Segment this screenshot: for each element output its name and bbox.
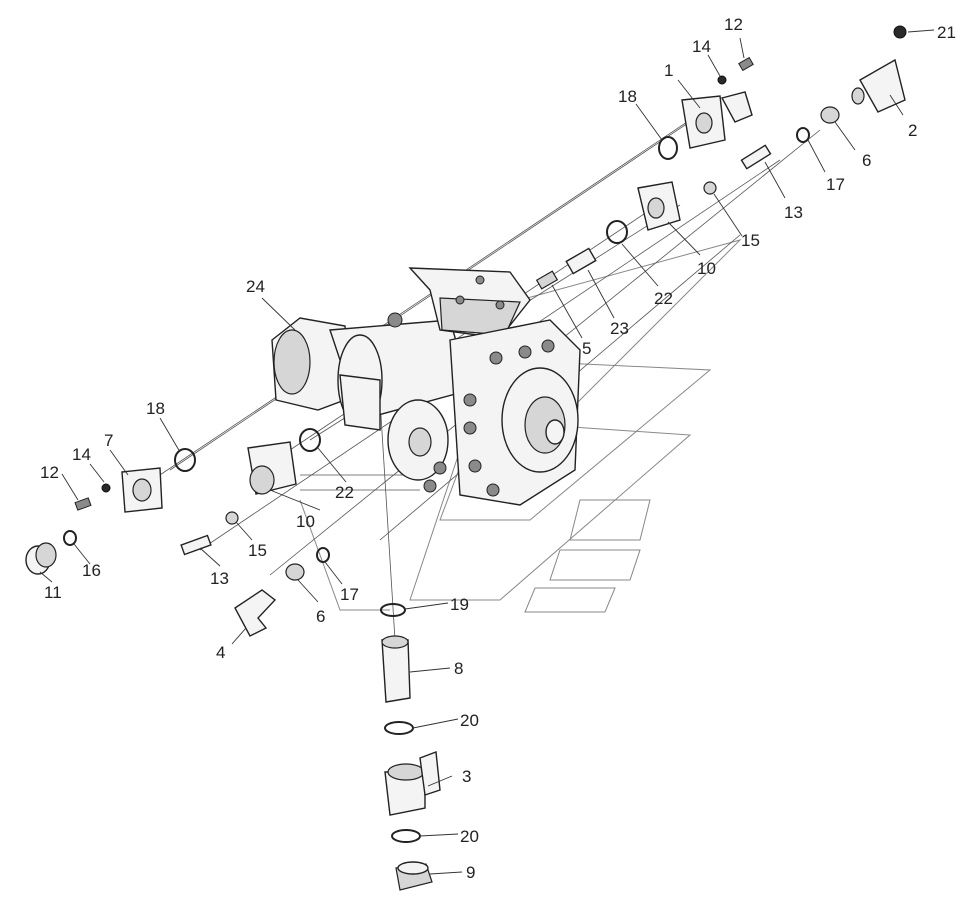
callout-label: 22 [335, 483, 354, 502]
part-14-washer-upper [717, 75, 727, 85]
callout-label: 18 [618, 87, 637, 106]
callout-label: 23 [610, 319, 629, 338]
part-13-pin-upper [740, 144, 772, 170]
callout-label: 3 [462, 767, 471, 786]
callout-label: 20 [460, 827, 479, 846]
callout-label: 2 [908, 121, 917, 140]
part-9-nut [395, 861, 433, 891]
callout-label: 14 [72, 445, 91, 464]
part-5-adapter [535, 270, 559, 290]
callout-label: 14 [692, 37, 711, 56]
callout-label: 12 [40, 463, 59, 482]
callout-label: 10 [296, 512, 315, 531]
callout-label: 17 [340, 585, 359, 604]
part-15-seal-lower [225, 511, 239, 525]
part-17-ring-lower [316, 547, 330, 563]
callout-label: 16 [82, 561, 101, 580]
callout-label: 10 [697, 259, 716, 278]
part-17-ring-upper [796, 127, 810, 143]
callout-label: 11 [44, 583, 62, 602]
part-6-nut-lower [285, 563, 305, 581]
part-18-ring-upper [658, 136, 678, 160]
part-1-flange [681, 91, 753, 149]
part-15-seal-upper [703, 181, 717, 195]
callout-label: 18 [146, 399, 165, 418]
leader-lines [39, 29, 935, 875]
part-4-elbow [234, 589, 277, 637]
callout-label: 6 [316, 607, 325, 626]
part-7-flange [121, 467, 163, 513]
part-8-fitting [381, 635, 411, 703]
callout-label: 12 [724, 15, 743, 34]
callout-label: 7 [104, 431, 113, 450]
part-14-washer-lower [101, 483, 111, 493]
callout-label: 19 [450, 595, 469, 614]
part-11-plug [25, 542, 57, 575]
callout-label: 6 [862, 151, 871, 170]
callout-label: 22 [654, 289, 673, 308]
part-21-plug [893, 25, 907, 39]
callout-label: 5 [582, 339, 591, 358]
part-2-fitting [851, 58, 906, 113]
part-10-flange-upper [637, 181, 681, 231]
part-6-nut-upper [820, 106, 840, 124]
callout-label: 9 [466, 863, 475, 882]
callout-label: 13 [784, 203, 803, 222]
part-12-bolt-lower [74, 497, 92, 511]
callout-labels: 1 2 3 4 5 6 6 7 8 9 10 10 11 12 12 13 13… [40, 15, 956, 882]
part-20-ring-lower [391, 829, 421, 843]
callout-label: 8 [454, 659, 463, 678]
part-19-ring [380, 603, 406, 617]
callout-label: 4 [216, 643, 225, 662]
part-3-banjo [384, 751, 441, 816]
callout-label: 1 [664, 61, 673, 80]
callout-label: 15 [741, 231, 760, 250]
pump-assembly [271, 267, 581, 506]
part-12-bolt-upper [738, 56, 754, 72]
callout-label: 21 [937, 23, 956, 42]
part-20-ring-upper [384, 721, 414, 735]
callout-label: 13 [210, 569, 229, 588]
part-23-fitting [565, 247, 597, 275]
part-22-ring-upper [606, 220, 628, 244]
callout-label: 24 [246, 277, 265, 296]
callout-label: 17 [826, 175, 845, 194]
part-13-pin-lower [180, 534, 212, 556]
callout-label: 15 [248, 541, 267, 560]
part-18-ring-lower [174, 448, 196, 472]
part-10-flange-lower [247, 441, 297, 495]
part-16-ring [63, 530, 77, 546]
part-22-ring-lower [299, 428, 321, 452]
callout-label: 20 [460, 711, 479, 730]
